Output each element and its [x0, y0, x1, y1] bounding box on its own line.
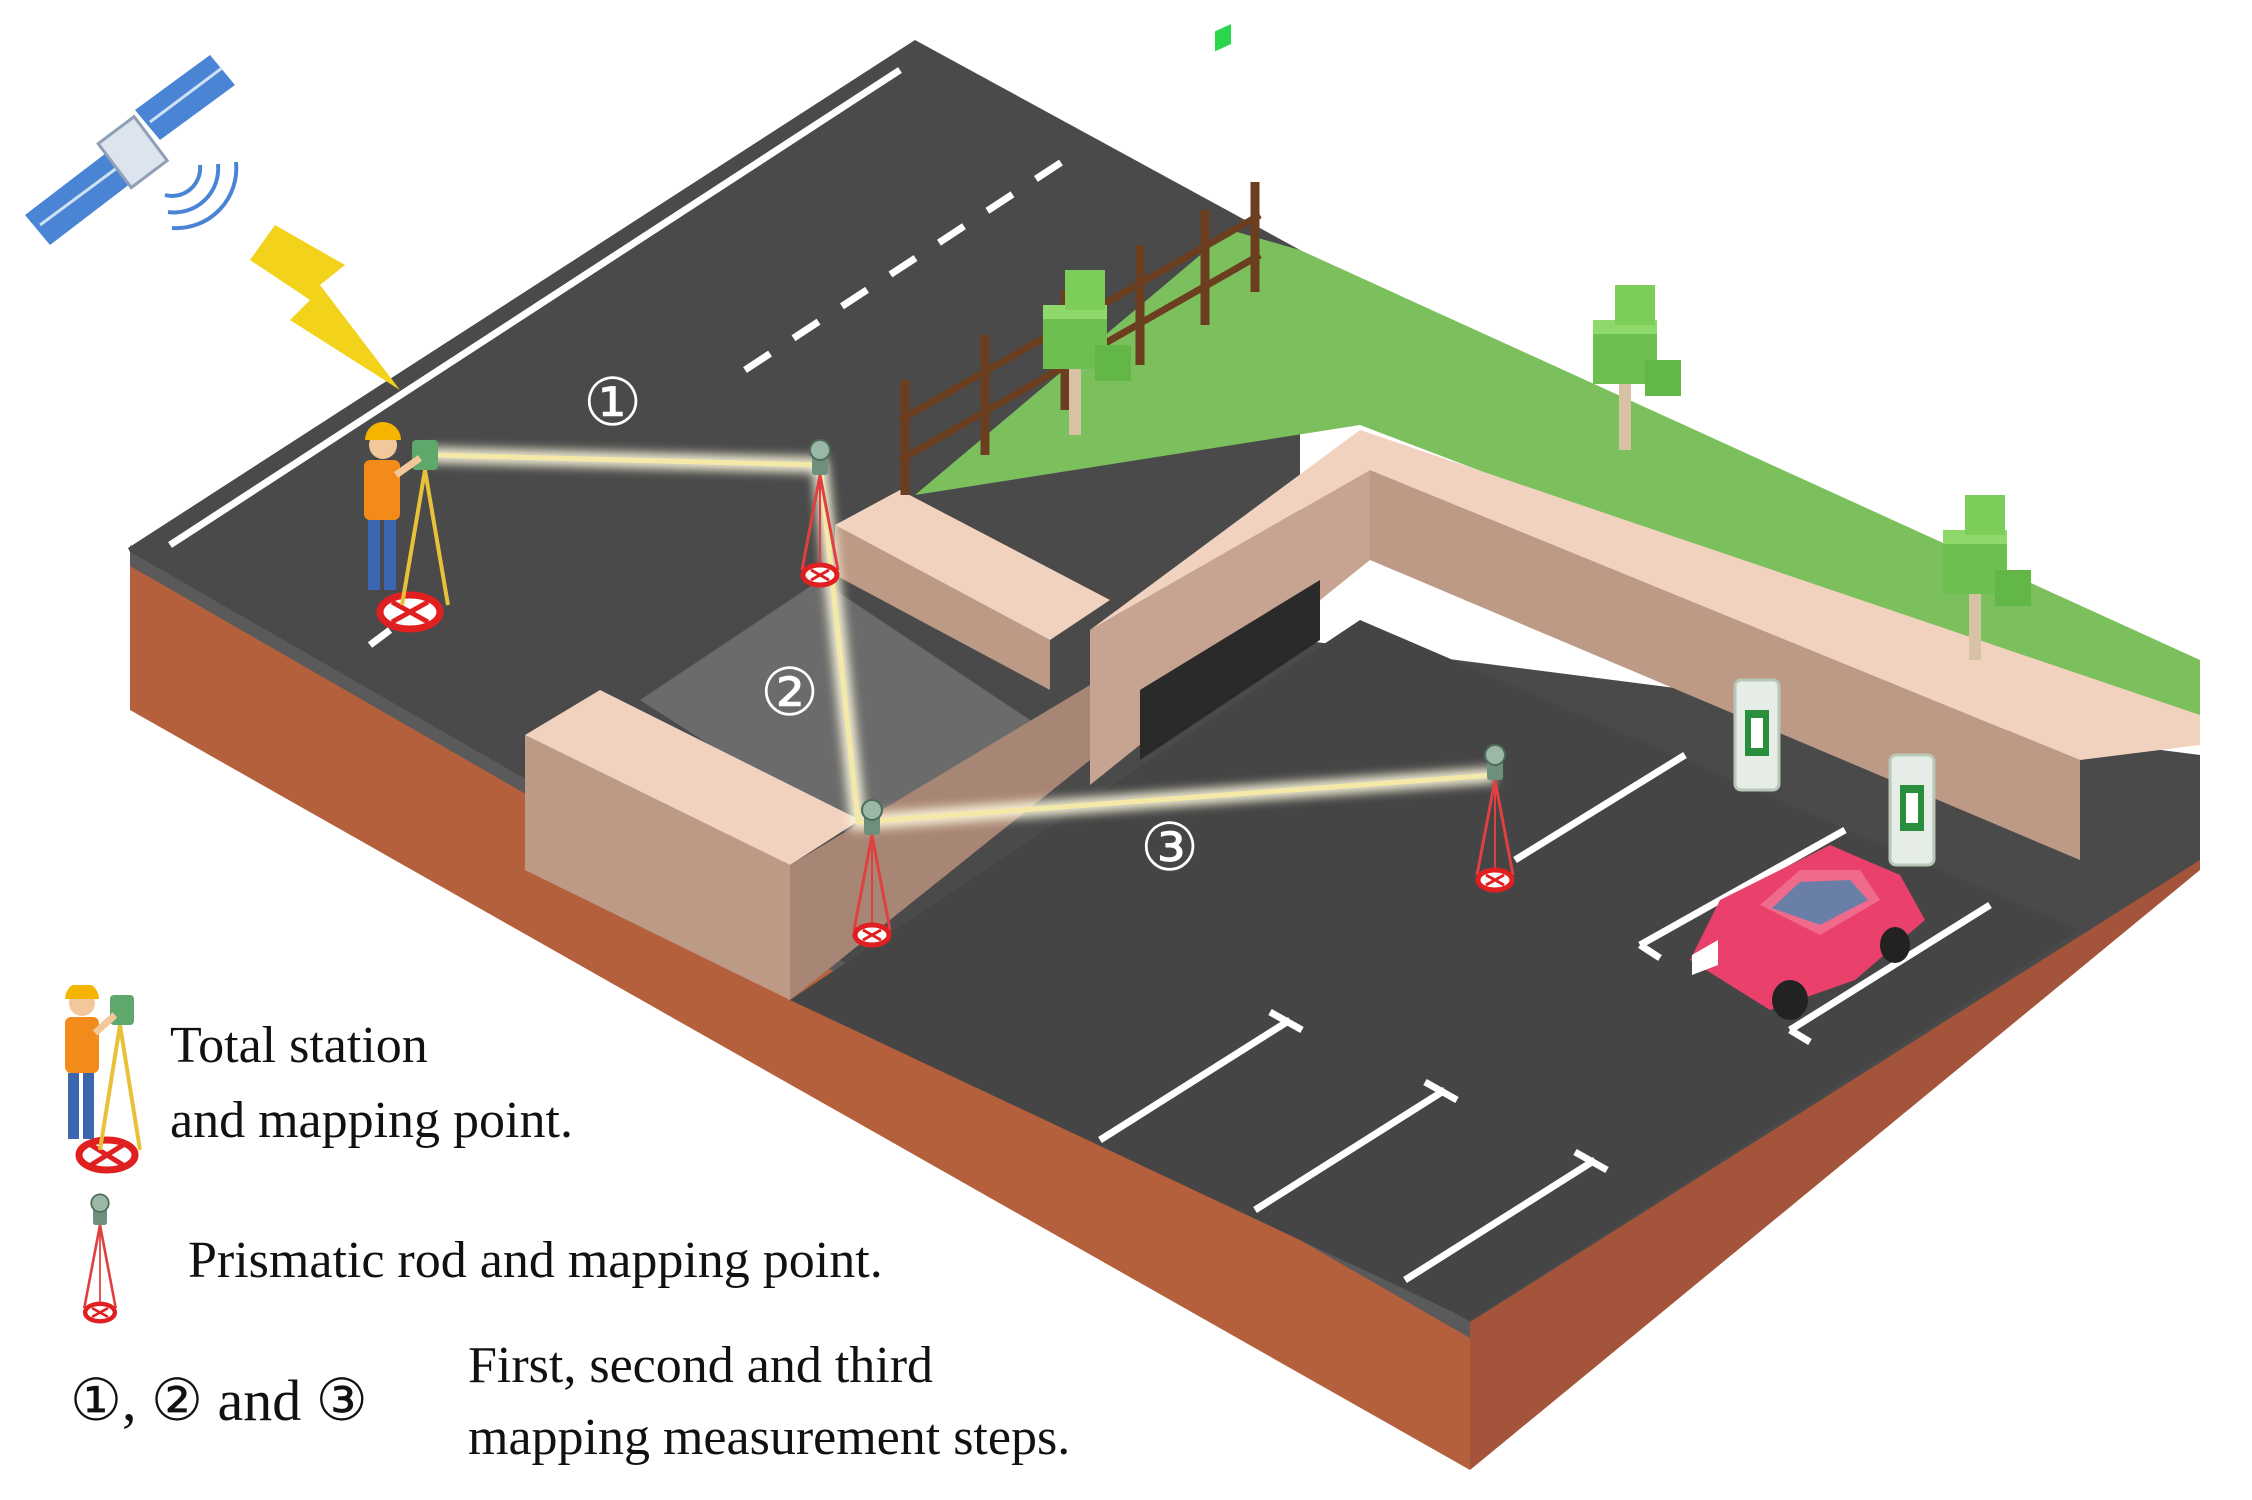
- parking-floor: [790, 620, 2080, 1320]
- legend-step-symbols: ①, ② and ③: [70, 1368, 368, 1433]
- lane-dashed-line: [743, 147, 1082, 373]
- lane-edge-line: [168, 67, 902, 548]
- charging-station-icon: [1733, 678, 1781, 792]
- upper-wall-top: [835, 490, 1110, 640]
- step-one-label: ①: [583, 367, 642, 440]
- legend-prism-label: Prismatic rod and mapping point.: [188, 1232, 883, 1289]
- legend-surveyor-icon: [65, 985, 142, 1174]
- legend-total-station-line1: Total station: [170, 1017, 428, 1074]
- charging-station-icon: [1888, 753, 1936, 867]
- tunnel-opening: [1140, 580, 1320, 760]
- step-three-label: ③: [1140, 812, 1199, 885]
- legend-steps-line1: First, second and third: [468, 1337, 934, 1394]
- soil-front-face: [130, 545, 1470, 1470]
- retaining-wall-mid-face: [790, 685, 1090, 1000]
- retaining-wall-left-top: [525, 690, 860, 865]
- legend-total-station-line2: and mapping point.: [170, 1092, 573, 1149]
- measurement-beams: [429, 447, 1496, 831]
- legend-steps-line2: mapping measurement steps.: [468, 1409, 1071, 1466]
- upper-wall-face: [835, 525, 1050, 690]
- retaining-wall-left-front: [525, 735, 790, 1000]
- back-wall-top: [1090, 430, 2200, 760]
- parking-lines: [1098, 752, 1992, 1283]
- lightning-bolt-icon: [250, 225, 400, 390]
- surveyor-total-station-icon: [364, 422, 450, 633]
- car-icon: [1690, 845, 1925, 1020]
- satellite-icon: [25, 55, 239, 245]
- step-two-label: ②: [760, 657, 819, 730]
- lane-short-dash: [367, 627, 393, 648]
- exit-sign-icon: [1215, 23, 1231, 52]
- legend-prism-icon: [65, 1190, 135, 1330]
